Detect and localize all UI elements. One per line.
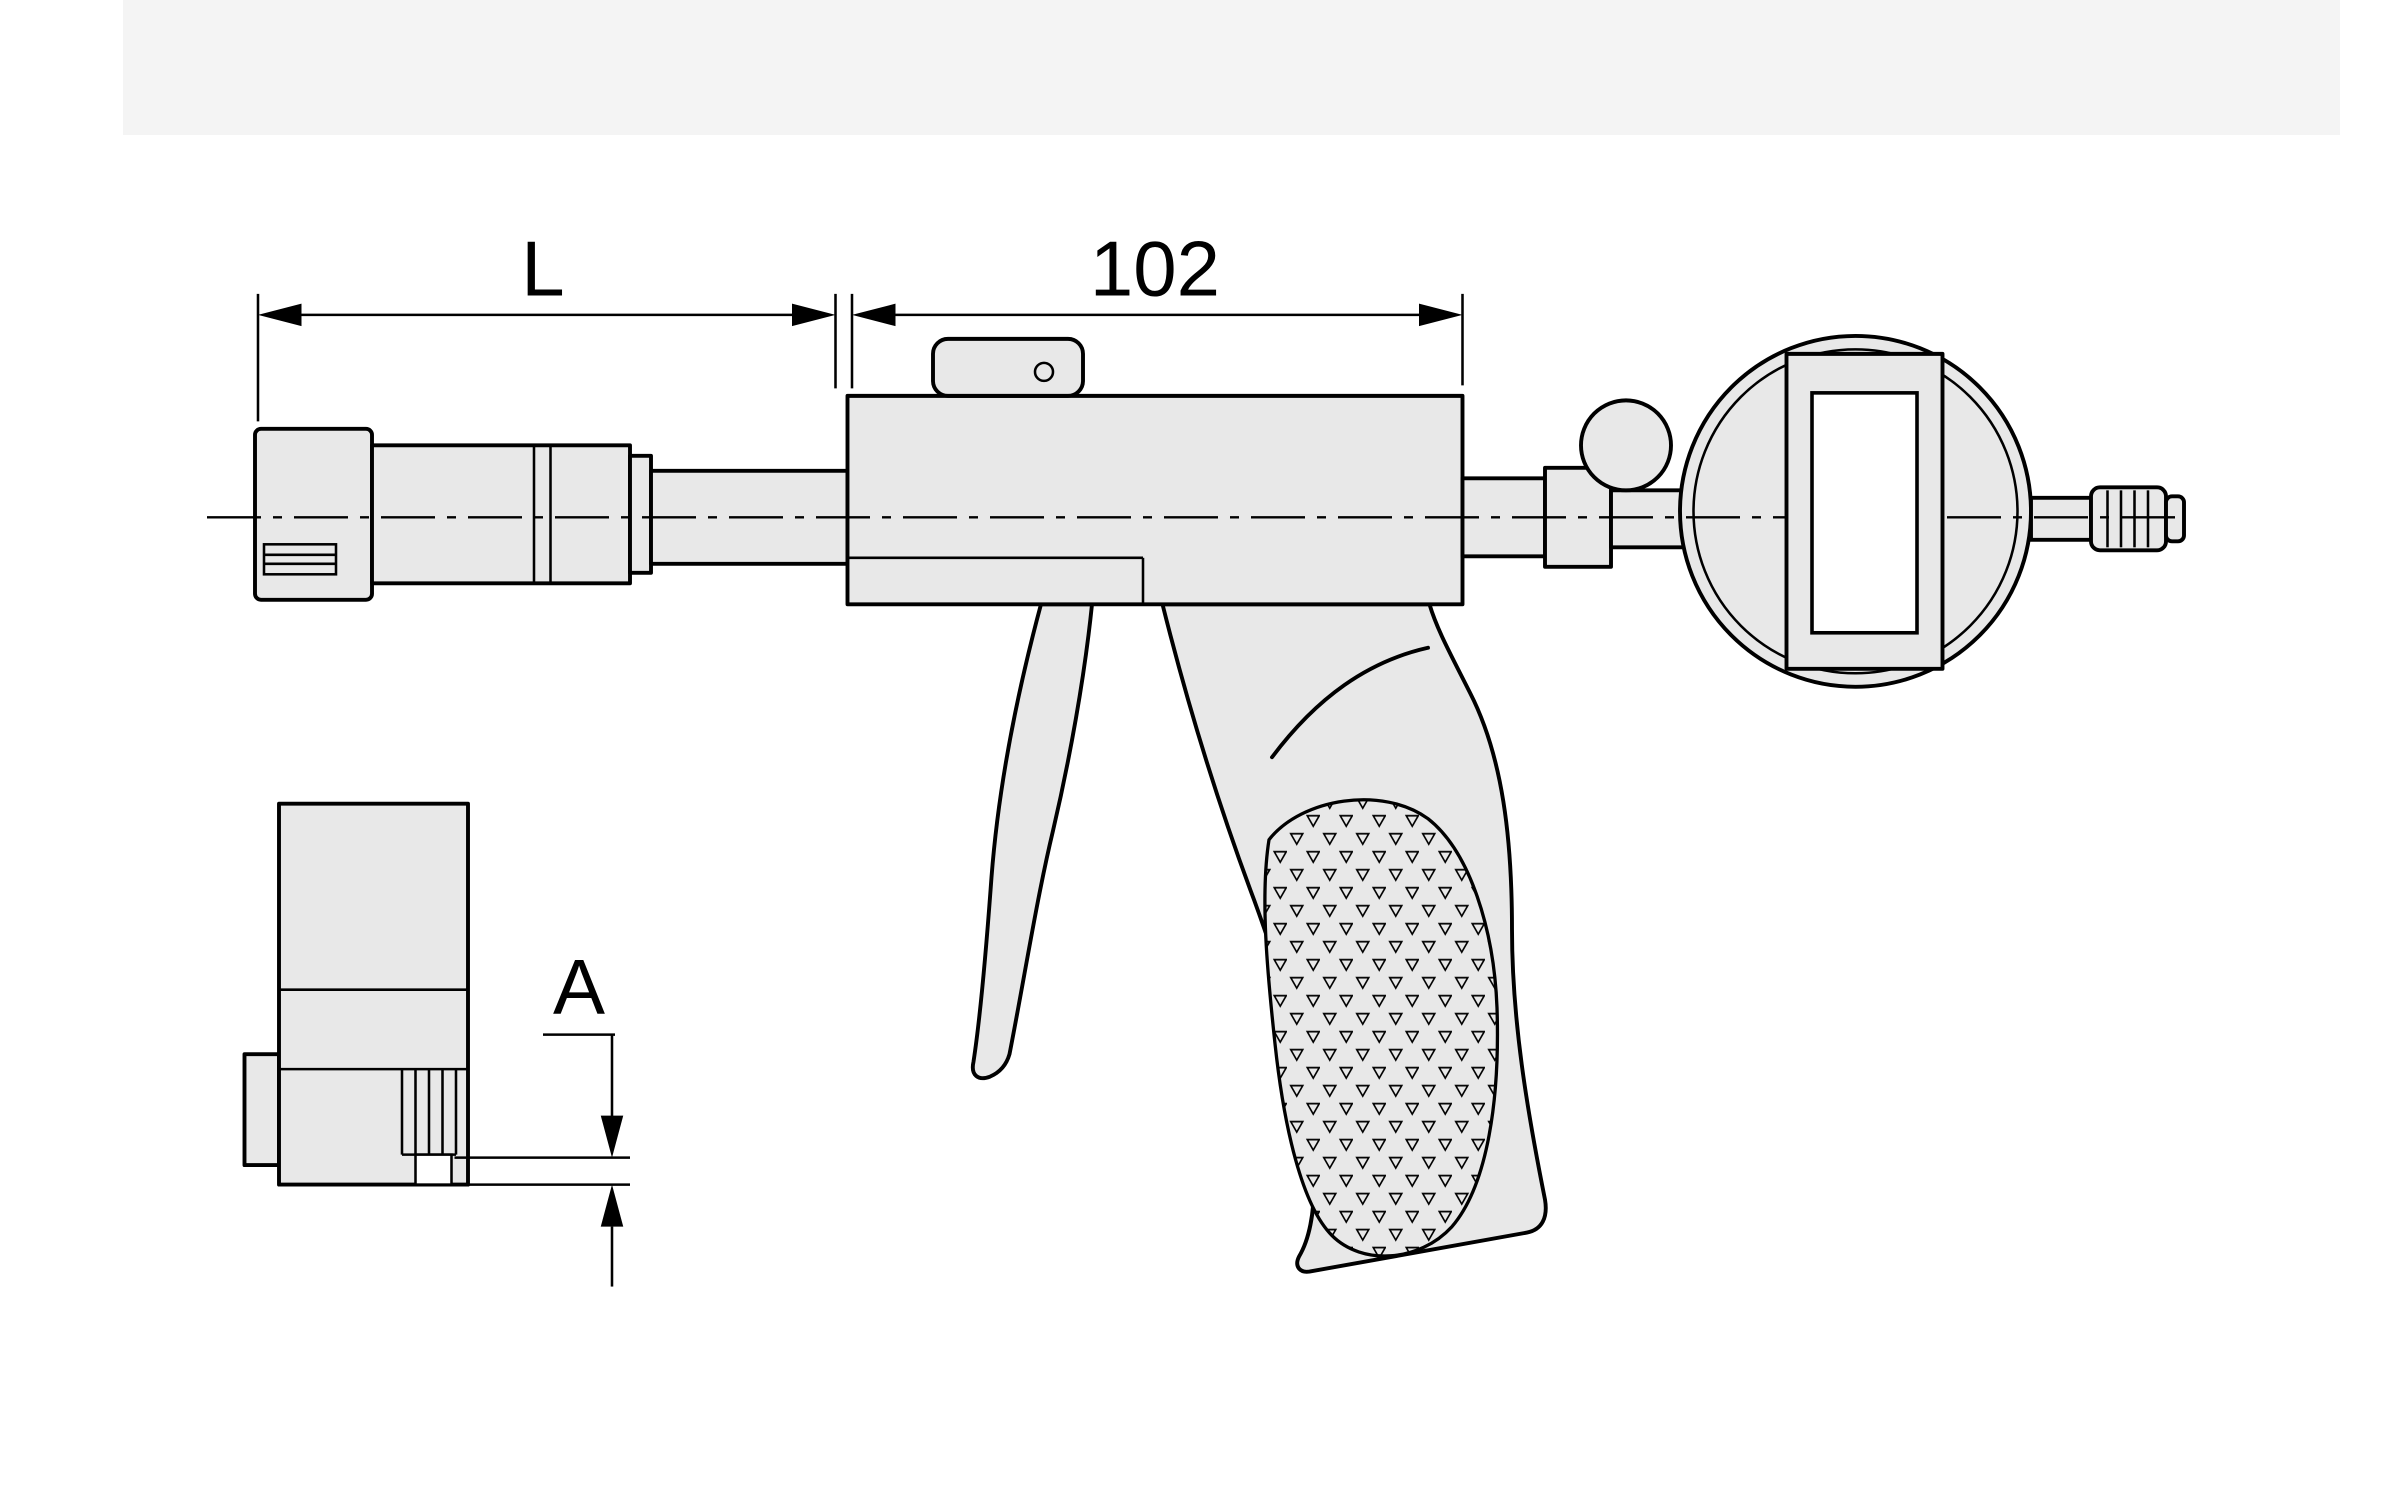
arrow-left: [258, 303, 302, 327]
dial-display: [1784, 351, 1945, 671]
probe-head-slot: [262, 543, 338, 576]
probe-assembly: [253, 426, 850, 602]
arrow-down: [600, 1115, 624, 1158]
grip-web-curve: [1270, 645, 1430, 760]
dimension-label-A: A: [553, 943, 605, 1031]
page-scan-band: [123, 0, 2340, 135]
detail-side-tab: [242, 1052, 281, 1168]
top-clamp-tab: [931, 336, 1085, 398]
dimension-102: 102: [850, 224, 1464, 389]
dial-indicator-inner-ring: [1692, 348, 2019, 675]
contact-recess-notch: [414, 1153, 453, 1186]
dimension-label-L: L: [521, 224, 564, 312]
arrow-left: [852, 303, 896, 327]
cable-stem: [2029, 495, 2093, 542]
dimension-L: L: [256, 224, 837, 422]
grip-texture-panel: [1263, 798, 1500, 1258]
plug-end-cap: [2164, 494, 2186, 544]
ball-joint: [1579, 398, 1673, 493]
dimension-label-102: 102: [1090, 224, 1220, 312]
display-window: [1810, 391, 1919, 635]
gauge-body: [845, 336, 1465, 607]
arrow-up: [600, 1184, 624, 1227]
body-housing: [845, 393, 1465, 607]
probe-tip-detail-view: [242, 801, 470, 1187]
dial-stem: [1609, 488, 1691, 550]
tab-screw-hole: [1033, 361, 1055, 383]
arrow-right: [792, 303, 836, 327]
probe-shaft: [370, 443, 632, 586]
dimension-A: A: [454, 943, 630, 1287]
trigger: [970, 602, 1094, 1081]
detail-body: [277, 801, 470, 1187]
cable-plug: [2089, 485, 2168, 553]
arrow-right: [1419, 303, 1463, 327]
shaft-ring: [628, 453, 653, 575]
